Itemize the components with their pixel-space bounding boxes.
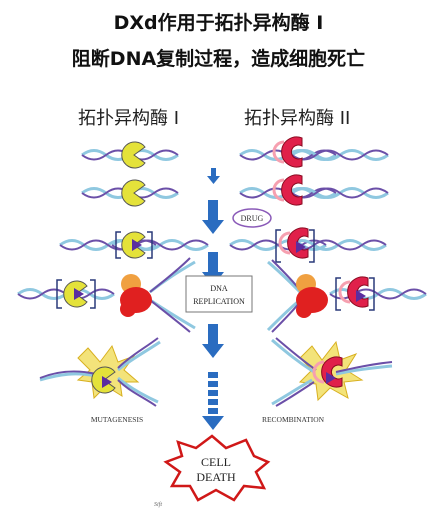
recombination-label: RECOMBINATION: [262, 415, 325, 424]
row1-right-dna: [238, 135, 390, 169]
title-line-2: 阻断DNA复制过程，造成细胞死亡: [71, 48, 366, 70]
cell-text: CELL: [201, 455, 231, 469]
row5-right-damage: [271, 337, 393, 407]
title-line-1: DXd作用于拓扑异构酶 I: [113, 12, 324, 34]
mutagenesis-label: MUTAGENESIS: [91, 415, 143, 424]
column-header-topo2: 拓扑异构酶 II: [244, 108, 351, 129]
row2-left-dna: [80, 179, 180, 207]
cell-death-burst: CELL DEATH: [163, 434, 271, 502]
arrow-3: [202, 324, 224, 358]
row2-right-dna: [238, 173, 390, 207]
drug-text: DRUG: [241, 214, 264, 223]
column-header-topo1: 拓扑异构酶 I: [78, 108, 180, 129]
dashed-arrow: [202, 372, 224, 430]
row1-left-dna: [80, 141, 180, 169]
small-arrow: [207, 168, 220, 184]
row4-left-replication: [16, 257, 196, 333]
death-text: DEATH: [196, 470, 236, 484]
row4-right-replication: [266, 259, 428, 333]
arrow-1: [202, 200, 224, 234]
row5-left-damage: [39, 337, 161, 407]
artist-signature: Sift: [154, 501, 162, 508]
row3-left-dna: [58, 231, 210, 259]
replication-text: REPLICATION: [193, 297, 245, 306]
dna-text: DNA: [210, 284, 228, 293]
row3-right-dna: [228, 226, 388, 263]
drug-label: DRUG: [232, 208, 272, 228]
dna-replication-box: DNA REPLICATION: [185, 275, 253, 313]
